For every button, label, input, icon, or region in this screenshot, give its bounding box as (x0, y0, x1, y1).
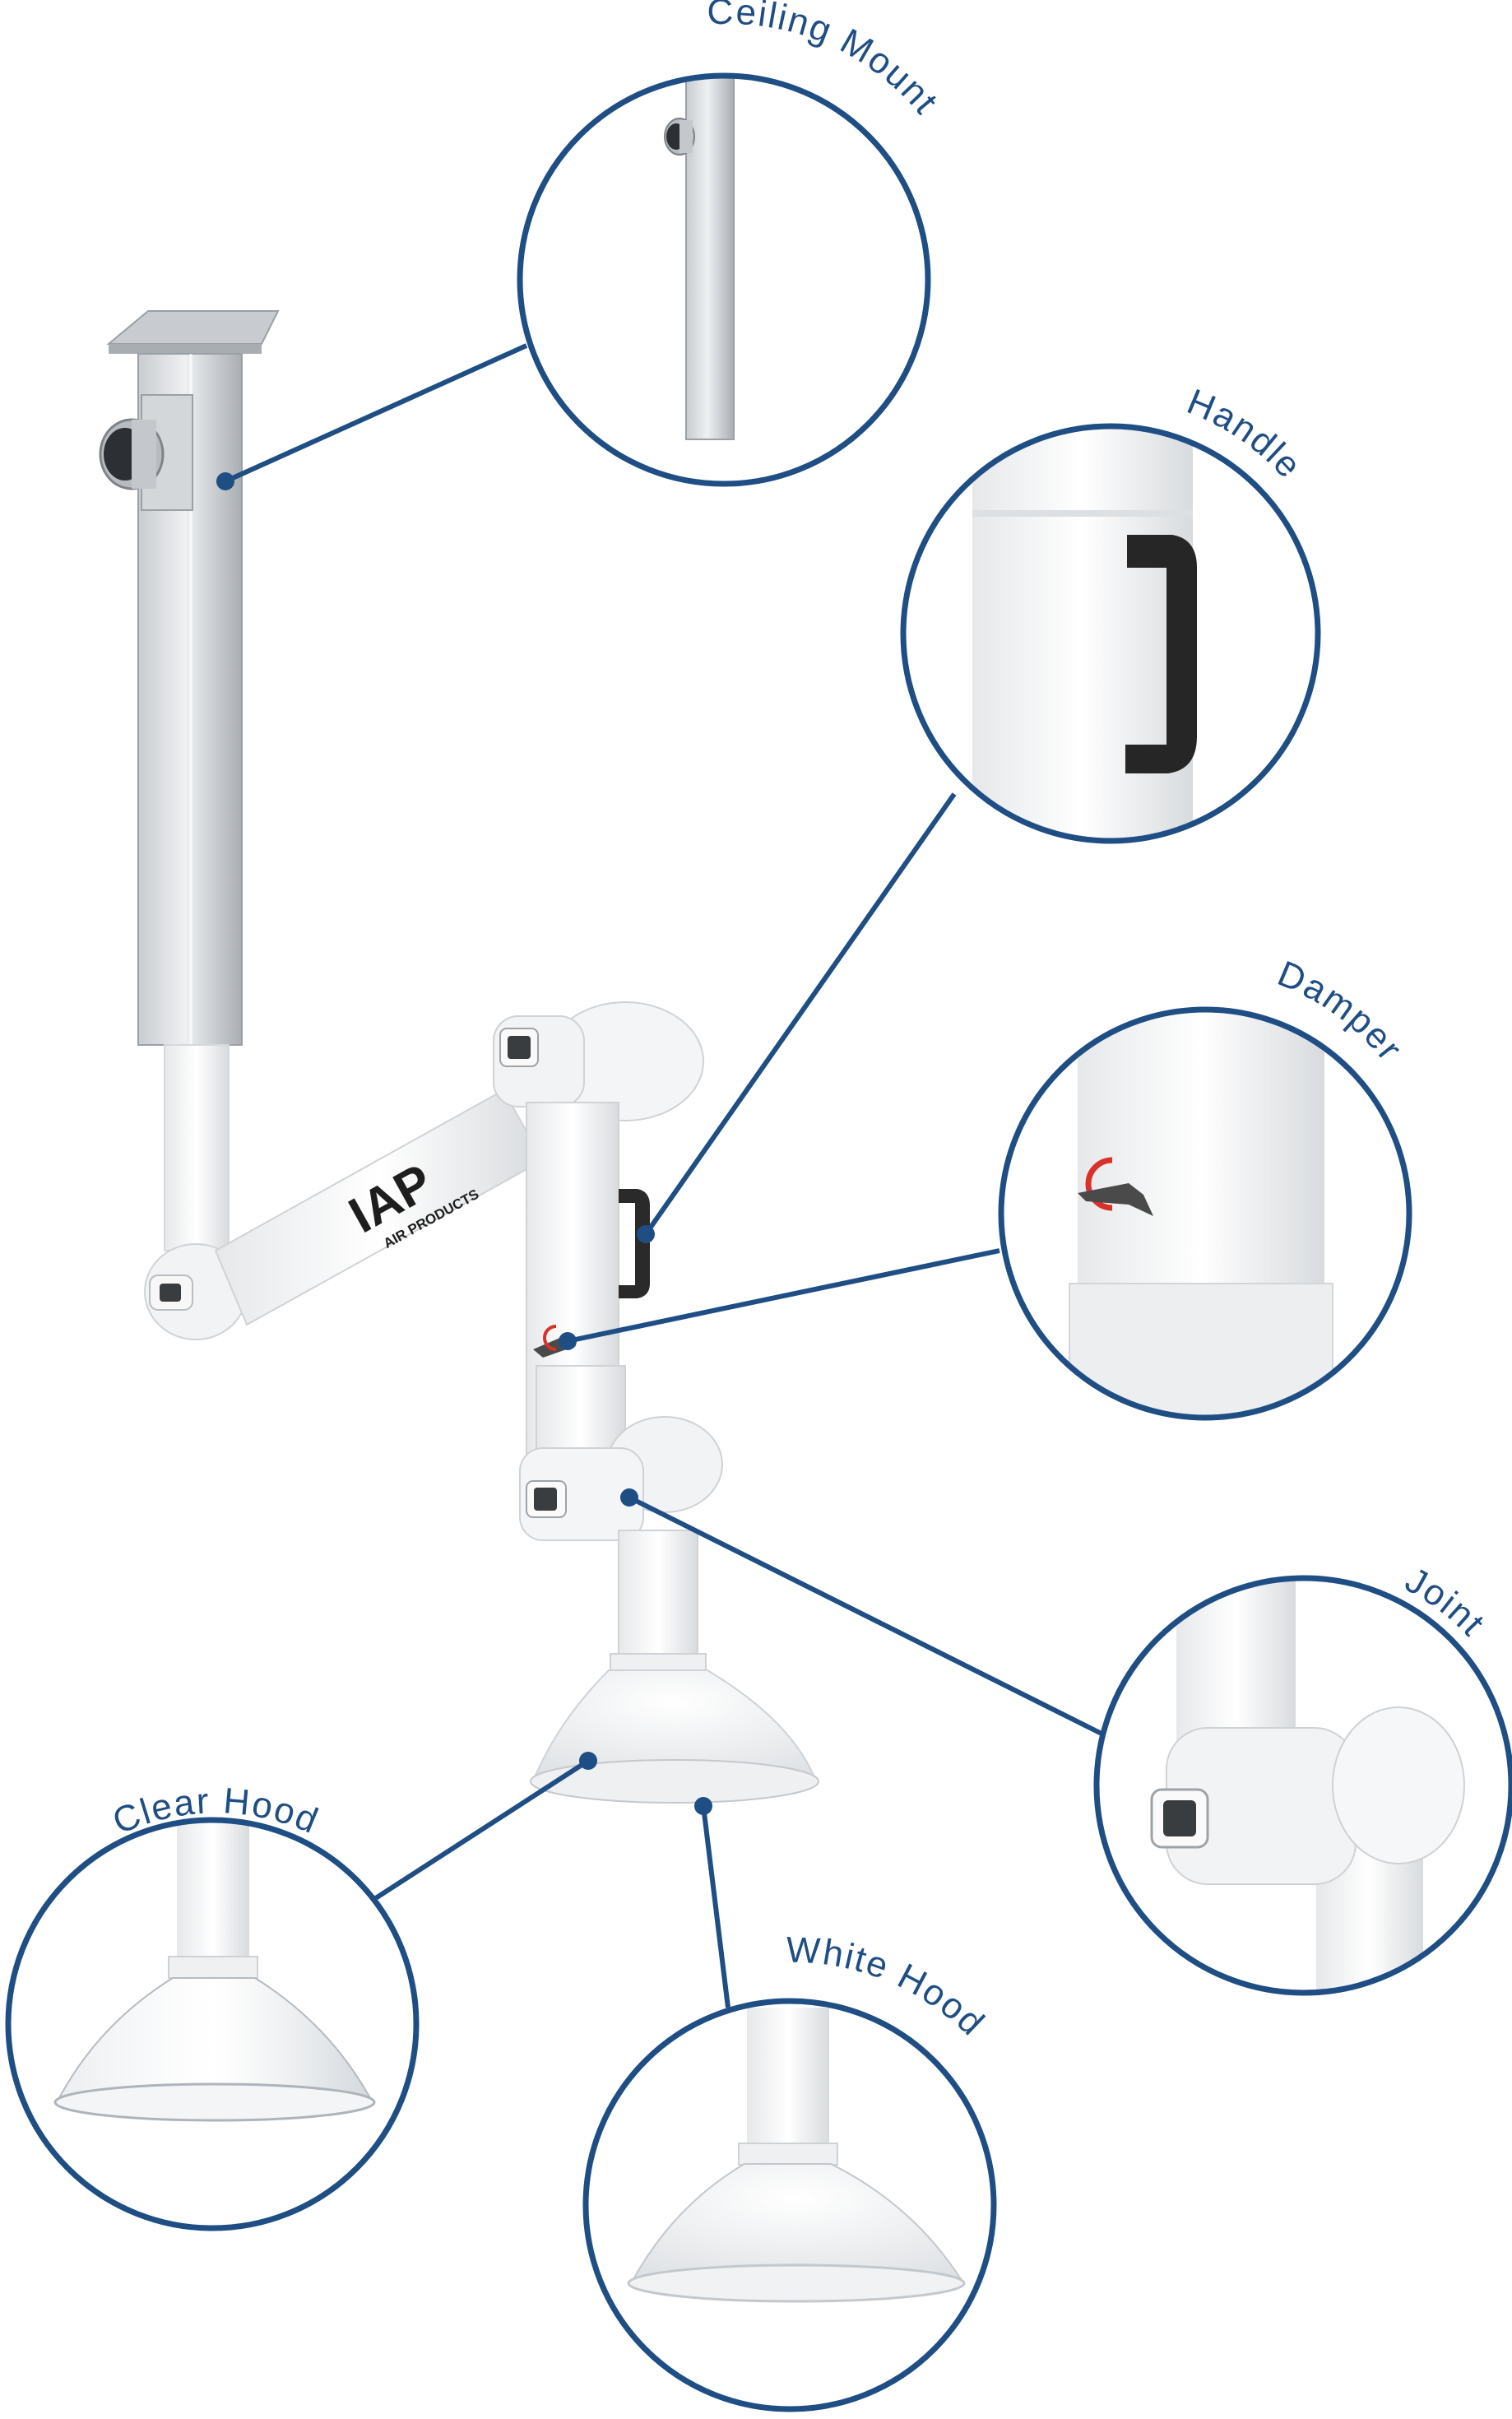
ceiling-mount-detail (517, 72, 931, 487)
white-hood-detail (582, 1998, 997, 2412)
callout-lines (224, 343, 1108, 2008)
clear-hood-detail (5, 1817, 420, 2231)
handle-detail (900, 423, 1321, 844)
main-product: IAP AIR PRODUCTS (99, 310, 819, 1804)
joint-detail (1093, 1575, 1512, 1996)
ceiling-plate (106, 310, 280, 345)
hood-neck (618, 1530, 698, 1663)
upper-arm-tube (164, 1044, 230, 1251)
damper-detail (998, 1006, 1412, 1421)
callout-dots (216, 472, 712, 1815)
ceiling-plate-edge (109, 344, 262, 354)
handle[interactable] (619, 1189, 650, 1298)
